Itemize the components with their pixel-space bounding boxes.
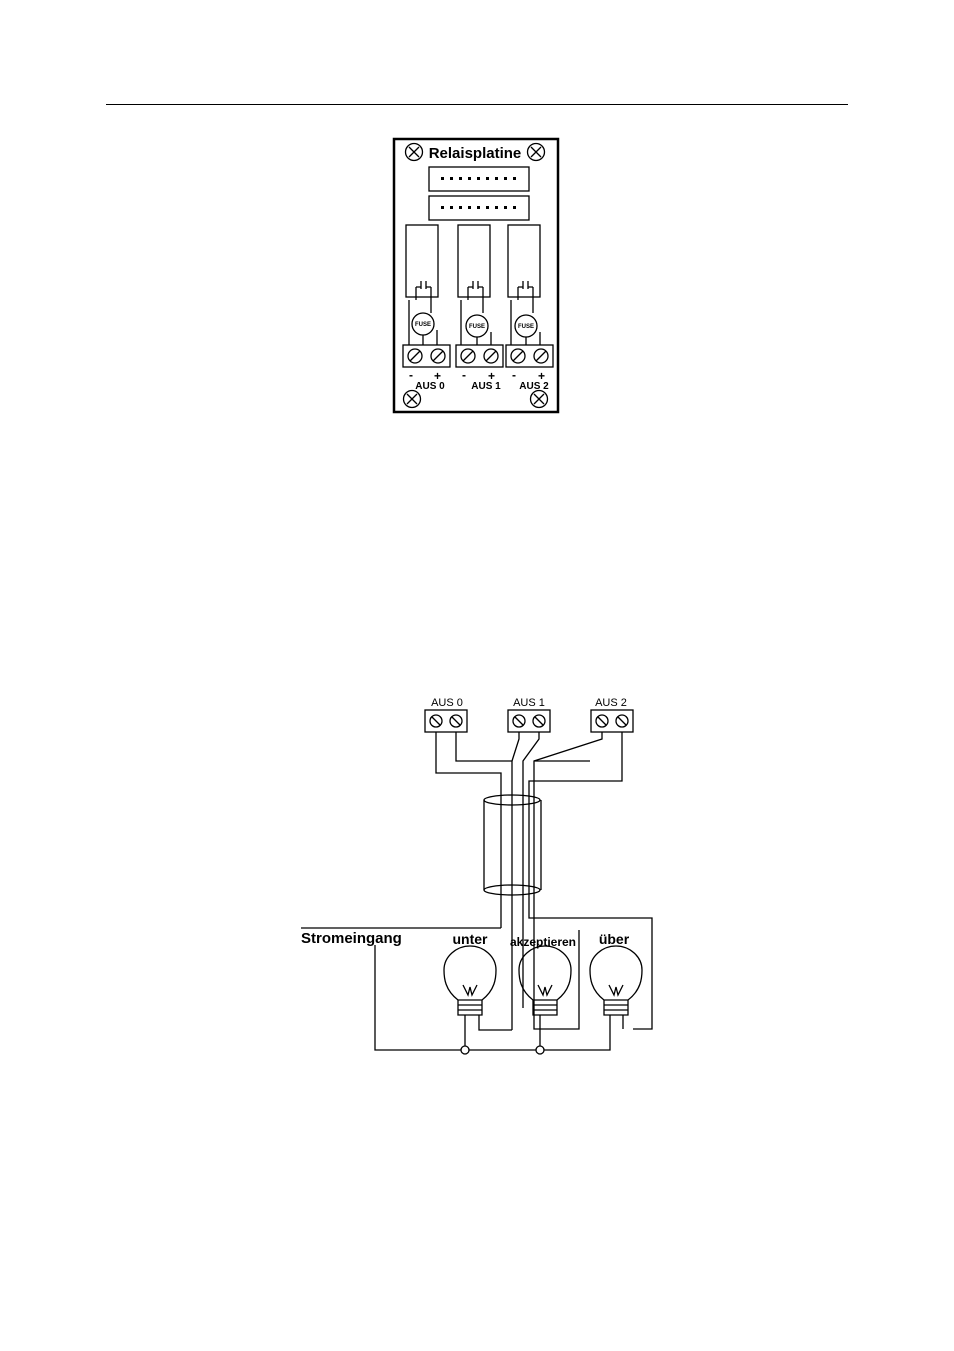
terminal-block-aus-2 xyxy=(591,710,633,732)
screw-terminal-icon xyxy=(408,349,422,363)
screw-terminal-icon xyxy=(511,349,525,363)
power-input-label: Stromeingang xyxy=(301,930,402,947)
terminal-block xyxy=(403,345,450,367)
wiring-output-label-2: AUS 2 xyxy=(595,697,627,709)
lamp-icon xyxy=(444,946,512,1030)
fuse-label: FUSE xyxy=(469,324,485,330)
neutral-wire xyxy=(375,945,610,1050)
minus-sign: - xyxy=(409,368,413,382)
screw-terminal-icon xyxy=(616,715,628,727)
junction-node xyxy=(461,1046,469,1054)
lamp-label-unter: unter xyxy=(453,931,489,947)
terminal-block-aus-1 xyxy=(508,710,550,732)
screw-terminal-icon xyxy=(533,715,545,727)
output-label-0: AUS 0 xyxy=(415,381,445,392)
junction-node xyxy=(536,1046,544,1054)
screw-terminal-icon xyxy=(484,349,498,363)
wire xyxy=(512,732,519,761)
lamp-icon xyxy=(590,946,642,1030)
screw-terminal-icon xyxy=(513,715,525,727)
relay xyxy=(458,225,490,297)
relay xyxy=(406,225,438,297)
lamp-icon xyxy=(519,946,571,1030)
board-outline xyxy=(394,139,558,412)
wire xyxy=(529,732,652,1029)
lamp-label-ueber: über xyxy=(599,931,630,947)
screw-terminal-icon xyxy=(461,349,475,363)
screw-terminal-icon xyxy=(431,349,445,363)
terminal-block-aus-0 xyxy=(425,710,467,732)
minus-sign: - xyxy=(462,368,466,382)
wire xyxy=(534,732,602,1008)
screw-terminal-icon xyxy=(430,715,442,727)
relay-channel-2 xyxy=(506,225,553,367)
terminal-block xyxy=(456,345,503,367)
wiring-output-label-1: AUS 1 xyxy=(513,697,545,709)
pin-row xyxy=(441,206,516,209)
fuse-label: FUSE xyxy=(518,324,534,330)
terminal-block xyxy=(506,345,553,367)
mounting-hole-icon xyxy=(528,144,545,161)
relay-channel-1 xyxy=(456,225,503,367)
screw-terminal-icon xyxy=(596,715,608,727)
fuse-label: FUSE xyxy=(415,322,431,328)
minus-sign: - xyxy=(512,368,516,382)
board-title: Relaisplatine xyxy=(429,145,522,162)
wiring-output-label-0: AUS 0 xyxy=(431,697,463,709)
screw-terminal-icon xyxy=(534,349,548,363)
mounting-hole-icon xyxy=(404,391,421,408)
relay xyxy=(508,225,540,297)
lamp-label-akzeptieren: akzeptieren xyxy=(510,935,576,949)
output-label-2: AUS 2 xyxy=(519,381,549,392)
wiring-diagram xyxy=(301,710,652,1054)
relay-channel-0 xyxy=(403,225,450,367)
mounting-hole-icon xyxy=(531,391,548,408)
wire xyxy=(523,732,539,1008)
pin-row xyxy=(441,177,516,180)
screw-terminal-icon xyxy=(450,715,462,727)
output-label-1: AUS 1 xyxy=(471,381,501,392)
mounting-hole-icon xyxy=(406,144,423,161)
